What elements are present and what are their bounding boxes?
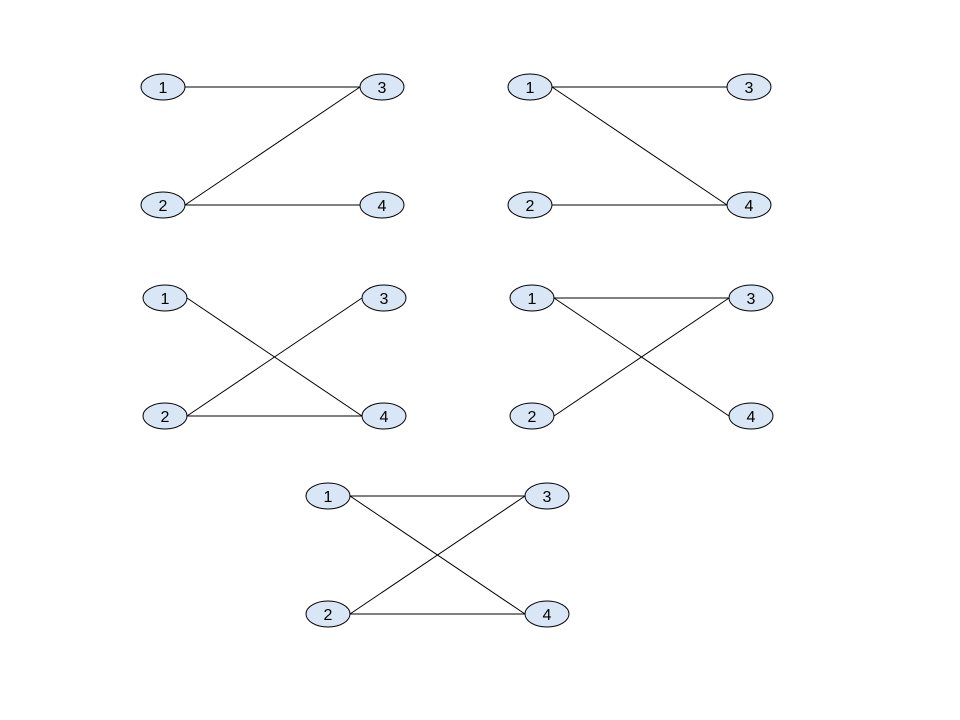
node-label: 3 [380,291,389,308]
node-label: 4 [378,198,387,215]
graph-1-node-3: 3 [359,73,405,101]
node-label: 2 [528,409,537,426]
graph-4-node-1: 1 [509,284,555,312]
node-ellipse [728,402,774,430]
node-ellipse [140,191,186,219]
graph-2-edge-1-4 [551,86,728,206]
graph-4-node-3: 3 [728,284,774,312]
graph-3-node-2: 2 [142,402,188,430]
node-label: 4 [745,198,754,215]
node-ellipse [524,482,570,510]
node-label: 2 [526,198,535,215]
graph-5-edge-2-3 [349,495,526,615]
nodes-layer: 1 2 3 4 1 2 3 4 1 2 3 4 1 2 3 4 1 2 3 4 [140,73,774,628]
graph-3-node-3: 3 [361,284,407,312]
node-ellipse [524,600,570,628]
graph-3-edge-2-3 [186,297,363,417]
node-label: 1 [324,489,333,506]
graph-1-edge-2-3 [184,86,361,206]
node-ellipse [507,73,553,101]
node-ellipse [509,402,555,430]
node-ellipse [359,73,405,101]
node-ellipse [728,284,774,312]
node-ellipse [726,73,772,101]
node-label: 2 [161,409,170,426]
node-ellipse [726,191,772,219]
graph-2-node-4: 4 [726,191,772,219]
node-label: 2 [324,607,333,624]
graph-4-node-4: 4 [728,402,774,430]
node-ellipse [140,73,186,101]
node-ellipse [509,284,555,312]
graph-2-node-1: 1 [507,73,553,101]
node-label: 1 [528,291,537,308]
graph-1-node-4: 4 [359,191,405,219]
graph-2-node-3: 3 [726,73,772,101]
node-ellipse [142,284,188,312]
graph-2-node-2: 2 [507,191,553,219]
node-ellipse [507,191,553,219]
node-label: 3 [378,80,387,97]
node-label: 4 [380,409,389,426]
node-ellipse [361,284,407,312]
node-label: 3 [543,489,552,506]
node-label: 3 [747,291,756,308]
graph-5-node-1: 1 [305,482,351,510]
node-label: 1 [526,80,535,97]
node-ellipse [305,600,351,628]
graph-3-node-1: 1 [142,284,188,312]
node-label: 1 [161,291,170,308]
node-ellipse [359,191,405,219]
node-label: 3 [745,80,754,97]
graph-1-node-2: 2 [140,191,186,219]
graph-5-node-4: 4 [524,600,570,628]
graph-1-node-1: 1 [140,73,186,101]
node-label: 4 [543,607,552,624]
edges-layer [184,86,730,615]
node-ellipse [305,482,351,510]
node-label: 2 [159,198,168,215]
graph-4-edge-2-3 [553,297,730,417]
node-ellipse [142,402,188,430]
graph-5-node-3: 3 [524,482,570,510]
node-ellipse [361,402,407,430]
graph-4-node-2: 2 [509,402,555,430]
graph-3-node-4: 4 [361,402,407,430]
node-label: 4 [747,409,756,426]
node-label: 1 [159,80,168,97]
graph-5-node-2: 2 [305,600,351,628]
